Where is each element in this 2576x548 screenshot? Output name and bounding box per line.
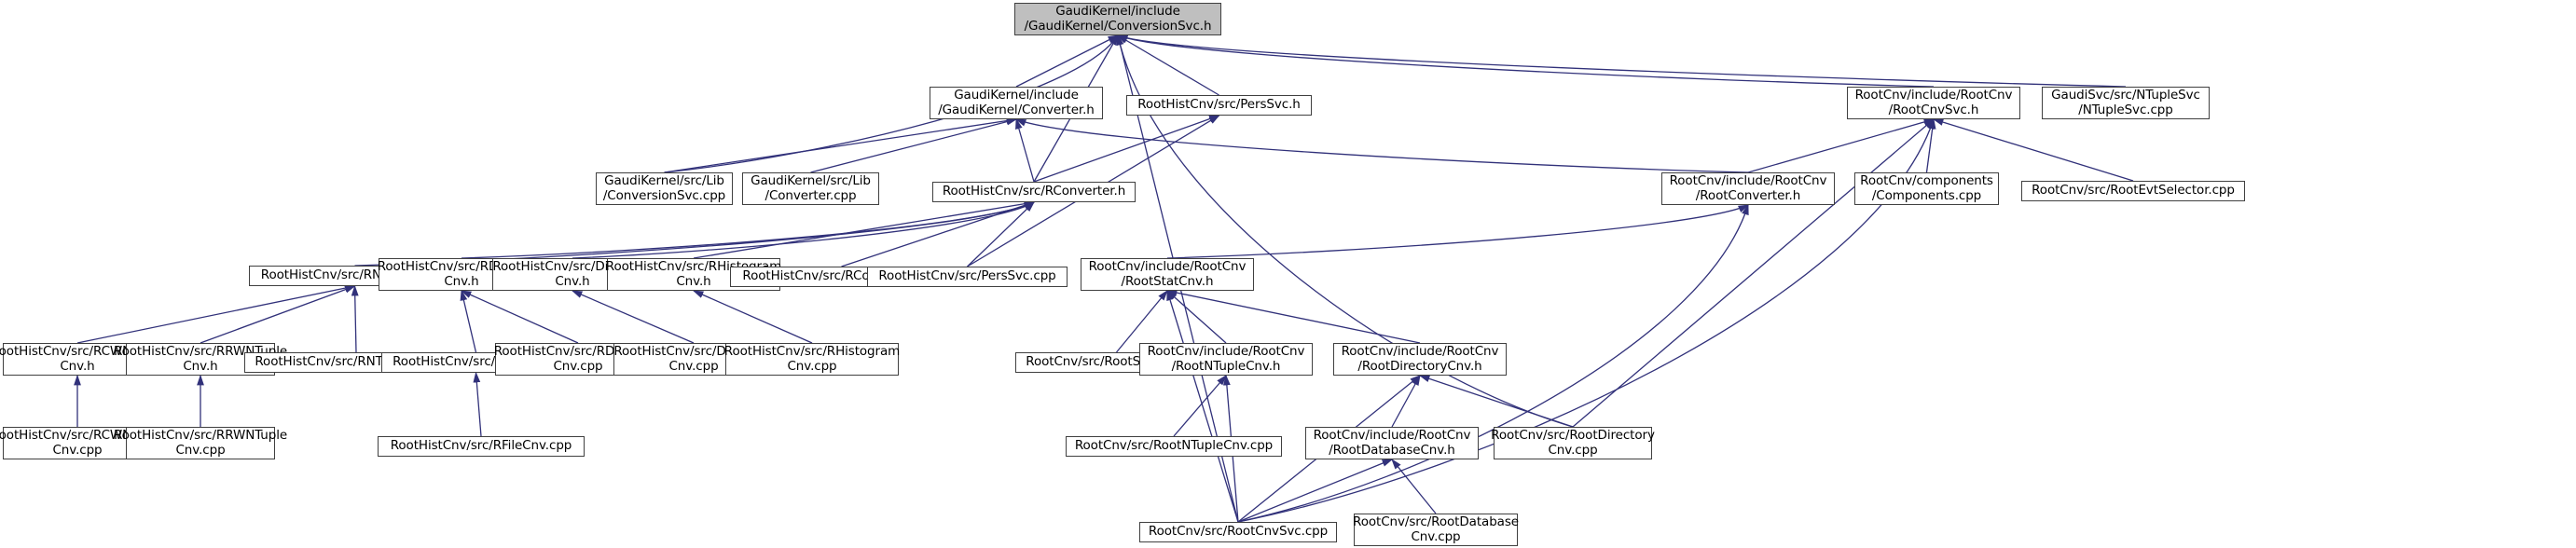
graph-edge xyxy=(810,117,1018,173)
graph-edge xyxy=(1015,117,1035,183)
graph-edge xyxy=(572,201,1036,259)
graph-edge xyxy=(461,201,1036,259)
graph-edge xyxy=(1033,115,1220,183)
graph-node-rootntuplecnv_cpp[interactable]: RootCnv/src/RootNTupleCnv.cpp xyxy=(1066,436,1282,457)
graph-node-rconverter_h[interactable]: RootHistCnv/src/RConverter.h xyxy=(932,182,1136,202)
graph-node-rfilecnv_cpp[interactable]: RootHistCnv/src/RFileCnv.cpp xyxy=(378,436,585,457)
graph-node-rootntuplecnv_h[interactable]: RootCnv/include/RootCnv /RootNTupleCnv.h xyxy=(1139,343,1313,376)
graph-edge xyxy=(473,371,482,437)
graph-edge xyxy=(664,116,1018,173)
graph-edge xyxy=(1166,289,1239,523)
graph-edge xyxy=(1116,34,1935,88)
graph-edge xyxy=(571,290,695,344)
graph-node-rootcnvsvc_cpp[interactable]: RootCnv/src/RootCnvSvc.cpp xyxy=(1139,522,1337,542)
graph-edge xyxy=(693,199,1036,259)
graph-edge xyxy=(460,290,579,344)
graph-edge xyxy=(1237,459,1394,523)
graph-node-rootconverter_h[interactable]: RootCnv/include/RootCnv /RootConverter.h xyxy=(1661,172,1835,205)
graph-edge xyxy=(1166,204,1750,259)
graph-edge xyxy=(1418,375,1574,428)
graph-node-converter_h[interactable]: GaudiKernel/include /GaudiKernel/Convert… xyxy=(930,87,1103,119)
graph-node-rootdatabasecnv_h[interactable]: RootCnv/include/RootCnv /RootDatabaseCnv… xyxy=(1305,427,1479,459)
graph-node-components_cpp[interactable]: RootCnv/components /Components.cpp xyxy=(1854,172,1999,205)
graph-edge xyxy=(692,290,813,344)
graph-node-rootcnvsvc_h[interactable]: RootCnv/include/RootCnv /RootCnvSvc.h xyxy=(1847,87,2020,119)
graph-node-rhistogramcnv_cpp[interactable]: RootHistCnv/src/RHistogram Cnv.cpp xyxy=(724,343,900,376)
graph-edge xyxy=(1391,458,1437,514)
graph-edge xyxy=(354,201,1036,267)
graph-edge xyxy=(1925,117,1936,173)
graph-edge xyxy=(1747,118,1935,173)
graph-node-rootdatabasecnv_cpp[interactable]: RootCnv/src/RootDatabase Cnv.cpp xyxy=(1353,514,1519,546)
graph-edge xyxy=(351,284,359,353)
graph-edge xyxy=(967,201,1035,267)
graph-edge xyxy=(1173,375,1227,437)
graph-edge xyxy=(200,285,356,344)
graph-node-rrwntuplecnv_cpp[interactable]: RootHistCnv/src/RRWNTuple Cnv.cpp xyxy=(114,427,287,459)
graph-node-rootdirectorycnv_cpp[interactable]: RootCnv/src/RootDirectory Cnv.cpp xyxy=(1491,427,1655,459)
graph-edge xyxy=(1572,118,1935,428)
graph-node-converter_cpp[interactable]: GaudiKernel/src/Lib /Converter.cpp xyxy=(742,172,879,205)
graph-edge xyxy=(460,289,477,353)
graph-edge xyxy=(1391,374,1421,428)
graph-node-perssvc_cpp[interactable]: RootHistCnv/src/PersSvc.cpp xyxy=(867,267,1068,287)
graph-node-rootstatcnv_h[interactable]: RootCnv/include/RootCnv /RootStatCnv.h xyxy=(1081,258,1254,291)
graph-node-conversionsvc_h[interactable]: GaudiKernel/include /GaudiKernel/Convers… xyxy=(1014,3,1221,35)
graph-edge xyxy=(1015,34,1120,88)
graph-edge xyxy=(1116,34,2127,88)
graph-edge xyxy=(841,201,1036,267)
graph-edge xyxy=(1165,289,1421,344)
graph-node-ntuplesvc_cpp[interactable]: GaudiSvc/src/NTupleSvc /NTupleSvc.cpp xyxy=(2042,87,2210,119)
graph-node-perssvc_h[interactable]: RootHistCnv/src/PersSvc.h xyxy=(1126,95,1312,116)
graph-edge xyxy=(76,284,356,344)
graph-edge xyxy=(1014,118,1749,173)
graph-edge xyxy=(1166,290,1227,344)
graph-node-rootevtselector_cpp[interactable]: RootCnv/src/RootEvtSelector.cpp xyxy=(2021,181,2245,201)
graph-node-conversionsvc_cpp[interactable]: GaudiKernel/src/Lib /ConversionSvc.cpp xyxy=(596,172,733,205)
graph-node-rootdirectorycnv_h[interactable]: RootCnv/include/RootCnv /RootDirectoryCn… xyxy=(1333,343,1507,376)
graph-edge xyxy=(1116,34,1219,96)
